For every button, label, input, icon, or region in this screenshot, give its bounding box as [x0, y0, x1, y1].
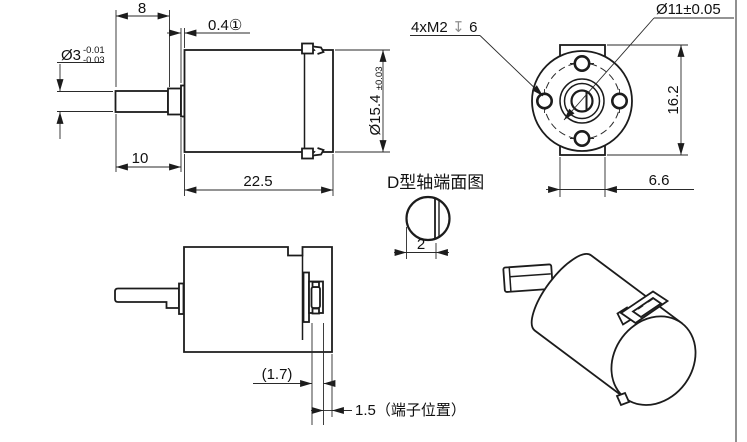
terminal-tab-bottom — [311, 307, 320, 315]
crimp-hook-top — [312, 45, 325, 55]
dim-body-diameter: Ø15.4 ±0.03 — [335, 49, 390, 153]
screw-hole-left — [535, 92, 553, 110]
dim-shaft-length: 10 — [115, 114, 182, 172]
shaft-boss — [167, 87, 182, 116]
d-shaft-detail-view: D型轴端面图 2 — [387, 173, 484, 259]
dim-shaft-diameter: Ø3 -0.01 -0.03 — [56, 40, 113, 139]
iso-shaft — [502, 263, 554, 293]
dim-label-0-4: 0.4① — [208, 17, 242, 34]
dim-body-length: 22.5 — [184, 154, 334, 196]
dim-shaft-flat-length: 8 — [115, 0, 170, 87]
dim-width-6-6: 6.6 — [546, 157, 694, 197]
label-screw-spec: 4xM2 ↧ 6 — [411, 19, 478, 36]
side-view: 8 0.4① Ø3 -0.01 -0.03 — [56, 0, 390, 196]
crimp-tab-top — [301, 42, 314, 55]
callout-screw-spec: 4xM2 ↧ 6 — [410, 19, 544, 97]
crimp-hook-bottom — [312, 147, 325, 157]
front-plate — [178, 282, 185, 315]
dim-step-0-4: 0.4① — [167, 17, 250, 83]
bearing-boss-outer — [559, 78, 605, 124]
dim-label-22-5: 22.5 — [243, 173, 272, 190]
dim-label-10: 10 — [132, 150, 149, 167]
d-detail-title: D型轴端面图 — [387, 173, 484, 192]
terminal-tab-top — [311, 281, 320, 288]
shaft-with-flat — [114, 287, 180, 309]
dim-terminal-position: 1.5（端子位置） — [311, 354, 466, 419]
iso-cylinder — [530, 253, 697, 406]
dim-height-16-2: 16.2 — [607, 44, 688, 156]
screw-hole-top — [573, 54, 591, 72]
isometric-view — [502, 253, 697, 407]
callout-bolt-circle: Ø11±0.05 — [563, 1, 734, 121]
iso-bottom-tab — [615, 391, 631, 407]
dim-label-6-6: 6.6 — [649, 172, 670, 189]
motor-body-outline — [183, 49, 334, 153]
crimp-tab-bottom — [301, 147, 314, 160]
screw-hole-right — [610, 92, 628, 110]
dim-label-1-7: (1.7) — [262, 366, 293, 383]
dim-label-1-5-terminal: 1.5（端子位置） — [355, 402, 466, 419]
label-bolt-circle-dia: Ø11±0.05 — [656, 1, 721, 18]
dim-label-16-2: 16.2 — [665, 85, 682, 114]
screw-hole-bottom — [573, 130, 591, 148]
bearing-boss-inner — [563, 82, 601, 120]
dim-flat-width-2: 2 — [394, 227, 449, 259]
terminal-pin — [310, 286, 321, 309]
dim-label-body-dia: Ø15.4 ±0.03 — [367, 66, 385, 135]
shaft — [114, 90, 169, 113]
dim-label-shaft-dia: Ø3 -0.01 -0.03 — [61, 40, 109, 66]
d-shaft-circle — [405, 195, 451, 242]
dim-label-2: 2 — [417, 236, 425, 253]
dim-label-8: 8 — [138, 0, 146, 17]
front-view: 4xM2 ↧ 6 Ø11±0.05 16.2 6.6 — [410, 1, 734, 197]
terminal-side-view: (1.7) 1.5（端子位置） — [114, 246, 466, 425]
iso-terminal-connector — [616, 290, 670, 326]
